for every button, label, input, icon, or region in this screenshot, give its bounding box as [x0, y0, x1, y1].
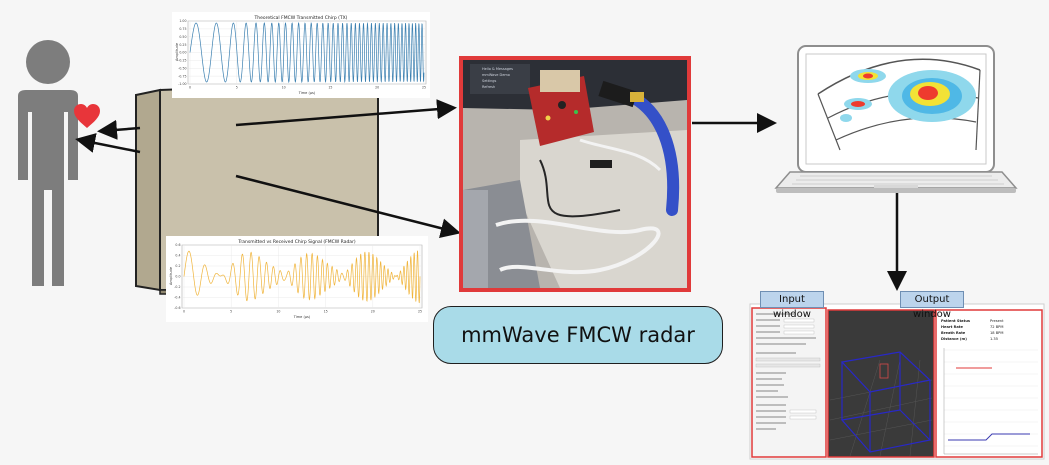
rx-plot-xlabel: Time (µs) [293, 315, 311, 319]
svg-text:Refresh: Refresh [482, 85, 495, 89]
rx-signal-line [183, 250, 421, 303]
tx-ytick-label: 0.00 [179, 51, 186, 55]
vital-label-0: Patient Status [941, 319, 970, 323]
rx-ytick-label: 0.6 [175, 243, 180, 247]
tx-ytick-label: 0.25 [179, 43, 186, 47]
rx-xtick-label: 25 [418, 310, 422, 314]
tx-xtick-label: 15 [328, 86, 332, 90]
tx-ytick-label: -0.25 [178, 59, 186, 63]
rx-chirp-plot: Transmitted vs Received Chirp Signal (FM… [166, 236, 428, 322]
tx-xtick-label: 20 [375, 86, 379, 90]
rx-ytick-label: -0.4 [174, 296, 180, 300]
vital-value-3: 1.35 [990, 337, 998, 341]
heart-icon [74, 104, 100, 128]
vital-value-0: Present [990, 319, 1004, 323]
tx-signal-line [189, 22, 425, 84]
svg-text:Settings: Settings [482, 79, 497, 83]
vital-label-1: Heart Rate [941, 325, 964, 329]
arrow-wall-to-radar [235, 174, 461, 238]
rx-xtick-label: 0 [183, 310, 185, 314]
rx-ytick-label: -0.6 [174, 306, 180, 310]
rx-ytick-label: 0.4 [175, 254, 180, 258]
person-figure [18, 40, 78, 286]
rx-plot-ylabel: Amplitude [169, 267, 173, 285]
output-window-label: Output window [900, 291, 964, 320]
tx-chirp-plot: Theoretical FMCW Transmitted Chirp (TX) … [172, 12, 430, 98]
arrow-radar-to-wall [235, 99, 457, 127]
rx-xtick-label: 15 [324, 310, 328, 314]
radar-hardware-photo: Hello & Messages mmWave Demo Settings Re… [459, 56, 691, 292]
svg-text:mmWave Demo: mmWave Demo [482, 73, 510, 77]
software-screenshot: Patient Status Present Heart Rate 72 BPM… [749, 303, 1045, 460]
rx-xtick-label: 10 [276, 310, 280, 314]
tx-ytick-label: -0.50 [178, 66, 186, 70]
rx-xtick-label: 20 [371, 310, 375, 314]
tx-ytick-label: -1.00 [178, 82, 186, 86]
output-breath-trace [948, 433, 1030, 441]
tx-xtick-label: 5 [236, 86, 238, 90]
rx-xtick-label: 5 [230, 310, 232, 314]
tx-ytick-label: 1.00 [179, 19, 186, 23]
rx-ytick-label: -0.2 [174, 285, 180, 289]
radar-label: mmWave FMCW radar [433, 306, 723, 364]
arrow-wall-to-person-2 [75, 133, 141, 154]
rx-ytick-label: 0.0 [175, 275, 180, 279]
svg-text:Hello & Messages: Hello & Messages [482, 67, 513, 71]
tx-xtick-label: 0 [189, 86, 191, 90]
arrow-wall-to-person-1 [97, 119, 141, 140]
rx-plot-title: Transmitted vs Received Chirp Signal (FM… [237, 239, 356, 245]
laptop [774, 45, 1018, 193]
tx-plot-ylabel: Amplitude [175, 43, 179, 61]
vital-value-1: 72 BPM [990, 325, 1003, 329]
vital-label-3: Distance (m) [941, 337, 967, 341]
tx-plot-xlabel: Time (µs) [298, 91, 316, 95]
tx-xtick-label: 10 [282, 86, 286, 90]
tx-xtick-label: 25 [422, 86, 426, 90]
rx-ytick-label: 0.2 [175, 264, 180, 268]
tx-ytick-label: 0.50 [179, 35, 186, 39]
tx-plot-title: Theoretical FMCW Transmitted Chirp (TX) [254, 15, 348, 21]
tx-ytick-label: 0.75 [179, 27, 186, 31]
input-window-label: Input window [760, 291, 824, 320]
vital-value-2: 18 BPM [990, 331, 1003, 335]
vital-label-2: Breath Rate [941, 331, 966, 335]
tx-ytick-label: -0.75 [178, 74, 186, 78]
